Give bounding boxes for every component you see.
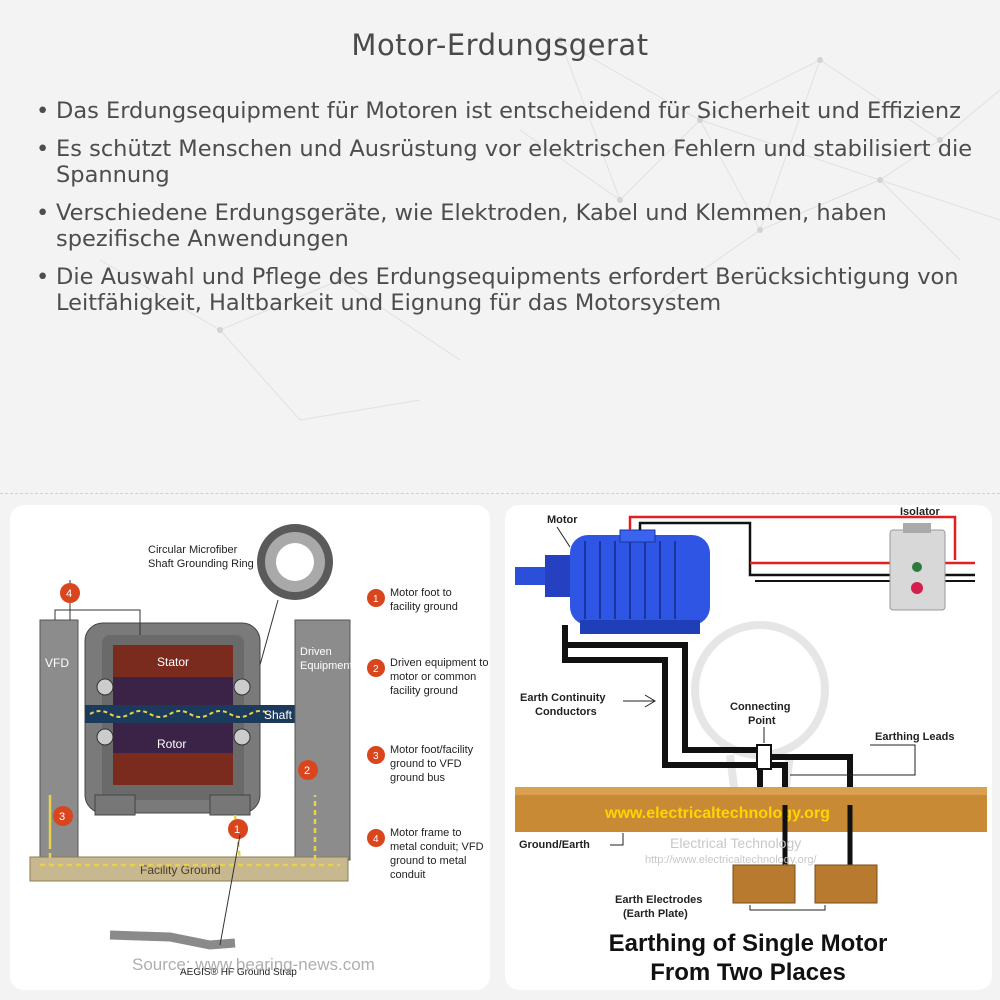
svg-text:Motor frame to: Motor frame to xyxy=(390,827,462,839)
legend-item-2: 2 Driven equipment to motor or common fa… xyxy=(367,657,488,697)
vfd-label: VFD xyxy=(45,656,69,670)
motor-label: Motor xyxy=(547,514,578,526)
motor-grounding-diagram: Circular Microfiber Shaft Grounding Ring… xyxy=(29,524,488,978)
svg-text:3: 3 xyxy=(59,811,65,823)
ring-label-line2: Shaft Grounding Ring xyxy=(148,558,254,570)
bullet-text: Verschiedene Erdungsgeräte, wie Elektrod… xyxy=(56,200,887,252)
bullet-text: Die Auswahl und Pflege des Erdungsequipm… xyxy=(56,264,959,316)
earthing-leads-label: Earthing Leads xyxy=(875,731,954,743)
cp-label-1: Connecting xyxy=(730,701,791,713)
svg-text:motor or common: motor or common xyxy=(390,671,476,683)
connecting-point xyxy=(756,744,772,770)
svg-text:metal conduit; VFD: metal conduit; VFD xyxy=(390,841,484,853)
svg-text:4: 4 xyxy=(373,834,379,845)
ground-strap xyxy=(109,930,236,950)
svg-text:facility ground: facility ground xyxy=(390,601,458,613)
bullet-dot: • xyxy=(36,200,50,226)
isolator-box xyxy=(889,523,946,611)
background-network-pattern xyxy=(99,37,1000,421)
bullet-text: Es schützt Menschen und Ausrüstung vor e… xyxy=(56,136,973,188)
bullet-dot: • xyxy=(36,264,50,290)
strap-label: AEGIS® HF Ground Strap xyxy=(180,967,297,978)
svg-text:Motor foot to: Motor foot to xyxy=(390,587,452,599)
earth-plate-right xyxy=(814,864,878,904)
earthing-diagram-panel: Motor Isolator Earth Continuity Conducto… xyxy=(505,505,992,990)
caption-line-2: From Two Places xyxy=(650,959,846,986)
svg-text:1: 1 xyxy=(234,824,240,836)
svg-text:ground bus: ground bus xyxy=(390,772,446,784)
shaft-label: Shaft xyxy=(264,708,293,722)
marker-3: 3 xyxy=(53,806,73,826)
svg-text:Motor foot/facility: Motor foot/facility xyxy=(390,744,474,756)
svg-text:2: 2 xyxy=(373,664,379,675)
shaft xyxy=(85,705,325,723)
watermark-url-2: http://www.electricaltechnology.org/ xyxy=(645,854,818,866)
svg-text:2: 2 xyxy=(304,765,310,777)
ecc-label-2: Conductors xyxy=(535,706,597,718)
facility-ground-bar xyxy=(29,856,349,882)
ring-label-line1: Circular Microfiber xyxy=(148,544,238,556)
stator-block xyxy=(113,645,233,677)
marker-2: 2 xyxy=(298,760,318,780)
facility-ground-label: Facility Ground xyxy=(140,863,221,877)
svg-text:4: 4 xyxy=(66,588,72,600)
bullet-dot: • xyxy=(36,98,50,124)
section-divider xyxy=(0,493,1000,494)
isolator-label: Isolator xyxy=(900,506,940,518)
motor-grounding-diagram-panel: Circular Microfiber Shaft Grounding Ring… xyxy=(10,505,490,990)
electrodes-label-2: (Earth Plate) xyxy=(623,908,688,920)
bullet-item: •Verschiedene Erdungsgeräte, wie Elektro… xyxy=(34,200,974,252)
bullet-list: •Das Erdungsequipment für Motoren ist en… xyxy=(34,98,974,328)
ecc-label-1: Earth Continuity xyxy=(520,692,606,704)
svg-text:ground to VFD: ground to VFD xyxy=(390,758,462,770)
source-watermark: Source: www.bearing-news.com xyxy=(132,955,375,974)
marker-1: 1 xyxy=(228,819,248,839)
stator-label: Stator xyxy=(157,655,189,669)
svg-text:ground to metal: ground to metal xyxy=(390,855,466,867)
electrodes-label-1: Earth Electrodes xyxy=(615,894,702,906)
driven-equipment-box xyxy=(294,619,351,861)
bullet-item: •Das Erdungsequipment für Motoren ist en… xyxy=(34,98,974,124)
rotor-label: Rotor xyxy=(157,737,186,751)
ground-earth-label: Ground/Earth xyxy=(519,839,590,851)
bullet-item: •Es schützt Menschen und Ausrüstung vor … xyxy=(34,136,974,188)
caption-line-1: Earthing of Single Motor xyxy=(609,930,888,957)
marker-4: 4 xyxy=(60,583,80,603)
earth-plate-left xyxy=(732,864,796,904)
bullet-text: Das Erdungsequipment für Motoren ist ent… xyxy=(56,98,961,124)
bullet-dot: • xyxy=(36,136,50,162)
legend-item-3: 3 Motor foot/facility ground to VFD grou… xyxy=(367,744,474,784)
watermark-name: Electrical Technology xyxy=(670,835,801,851)
svg-text:conduit: conduit xyxy=(390,869,425,881)
driven-label-1: Driven xyxy=(300,646,332,658)
bullet-item: •Die Auswahl und Pflege des Erdungsequip… xyxy=(34,264,974,316)
svg-text:3: 3 xyxy=(373,751,379,762)
earthing-diagram: Motor Isolator Earth Continuity Conducto… xyxy=(515,506,987,986)
svg-text:Driven equipment to: Driven equipment to xyxy=(390,657,488,669)
svg-text:facility ground: facility ground xyxy=(390,685,458,697)
blue-motor xyxy=(515,529,710,634)
legend-item-4: 4 Motor frame to metal conduit; VFD grou… xyxy=(367,827,484,881)
grounding-ring-icon xyxy=(257,524,333,600)
watermark-url: www.electricaltechnology.org xyxy=(604,805,830,822)
driven-label-2: Equipment xyxy=(300,660,353,672)
svg-text:1: 1 xyxy=(373,594,379,605)
cp-label-2: Point xyxy=(748,715,776,727)
legend-item-1: 1 Motor foot to facility ground xyxy=(367,587,458,613)
page-title: Motor-Erdungsgerat xyxy=(351,28,649,62)
